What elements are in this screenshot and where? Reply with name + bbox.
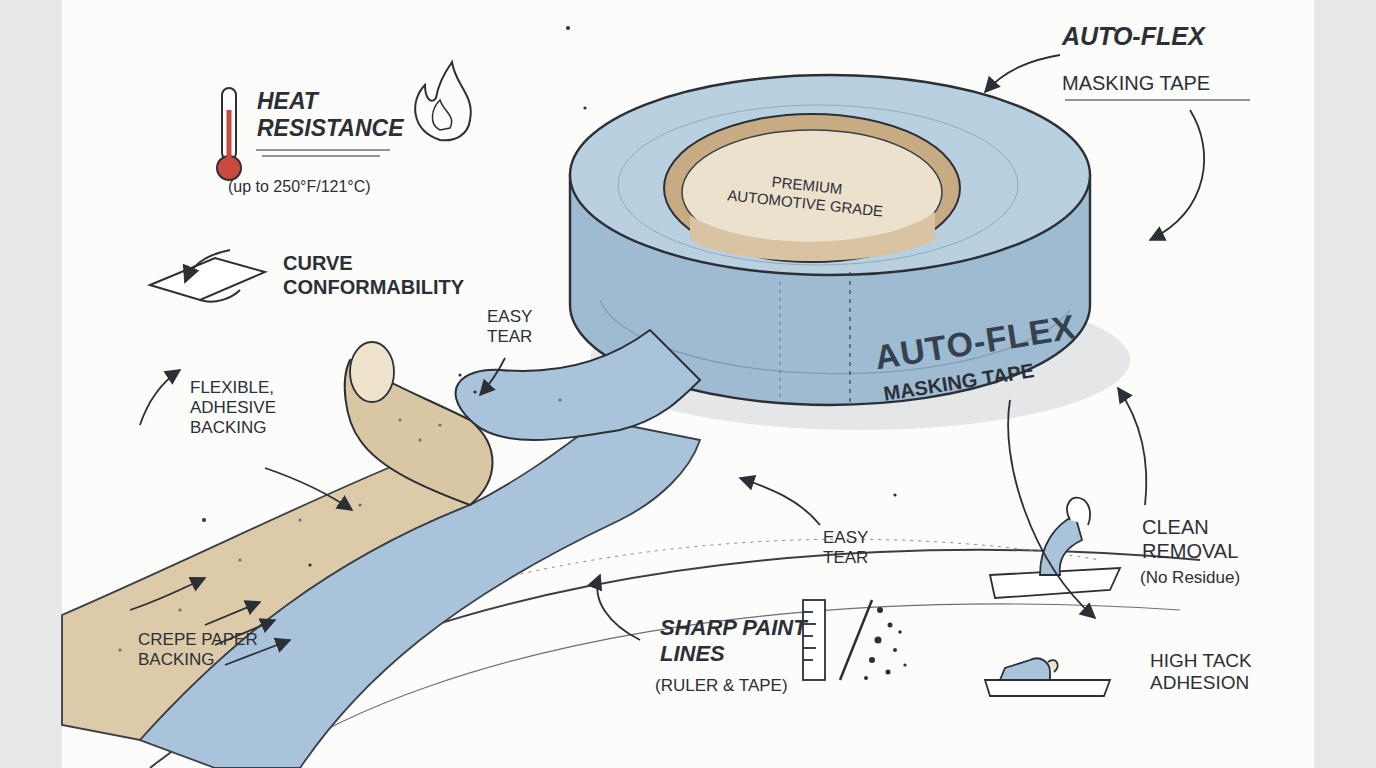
feature-title: EASY TEAR <box>487 307 559 347</box>
feature-title: EASY TEAR <box>823 528 903 568</box>
feature-note: (RULER & TAPE) <box>655 676 855 696</box>
tear-guide <box>780 282 781 398</box>
flame-icon <box>415 62 471 140</box>
sketch-specks <box>202 26 1117 567</box>
feature-title: SHARP PAINT LINES <box>660 615 855 667</box>
paint-spray <box>864 607 907 680</box>
bend-icon <box>150 250 265 302</box>
flap-curl <box>350 342 394 402</box>
feature-title: FLEXIBLE, ADHESIVE BACKING <box>190 378 302 438</box>
brand-name: AUTO-FLEX <box>1062 22 1262 52</box>
feature-title: HIGH TACK ADHESION <box>1150 650 1280 695</box>
feature-title: CURVE CONFORMABILITY <box>283 252 488 299</box>
ruler-icon <box>803 600 872 680</box>
core-ring <box>664 114 960 262</box>
feature-title: CLEAN REMOVAL <box>1142 516 1307 563</box>
thermometer-icon <box>217 88 241 180</box>
core-print: PREMIUM AUTOMOTIVE GRADE <box>722 168 890 220</box>
tack-icon <box>985 658 1110 696</box>
feature-note: (up to 250°F/121°C) <box>228 178 428 197</box>
feature-title: CREPE PAPER BACKING <box>138 630 266 670</box>
leader-arrow <box>130 55 1250 665</box>
underline <box>262 156 380 157</box>
flame-icon <box>432 100 451 130</box>
ribbon <box>456 330 700 440</box>
paper-sheet <box>62 0 1314 768</box>
product-name: MASKING TAPE <box>1062 72 1282 96</box>
underline <box>256 149 390 150</box>
tear-guide <box>849 272 850 402</box>
core-inner-shade <box>690 212 935 261</box>
feature-note: (No Residue) <box>1140 568 1300 588</box>
feature-title: HEAT RESISTANCE <box>257 88 422 142</box>
roll-wind-line <box>618 105 1018 265</box>
peel-icon <box>990 498 1120 598</box>
texture-dots <box>118 398 561 651</box>
roll-top <box>570 75 1090 275</box>
